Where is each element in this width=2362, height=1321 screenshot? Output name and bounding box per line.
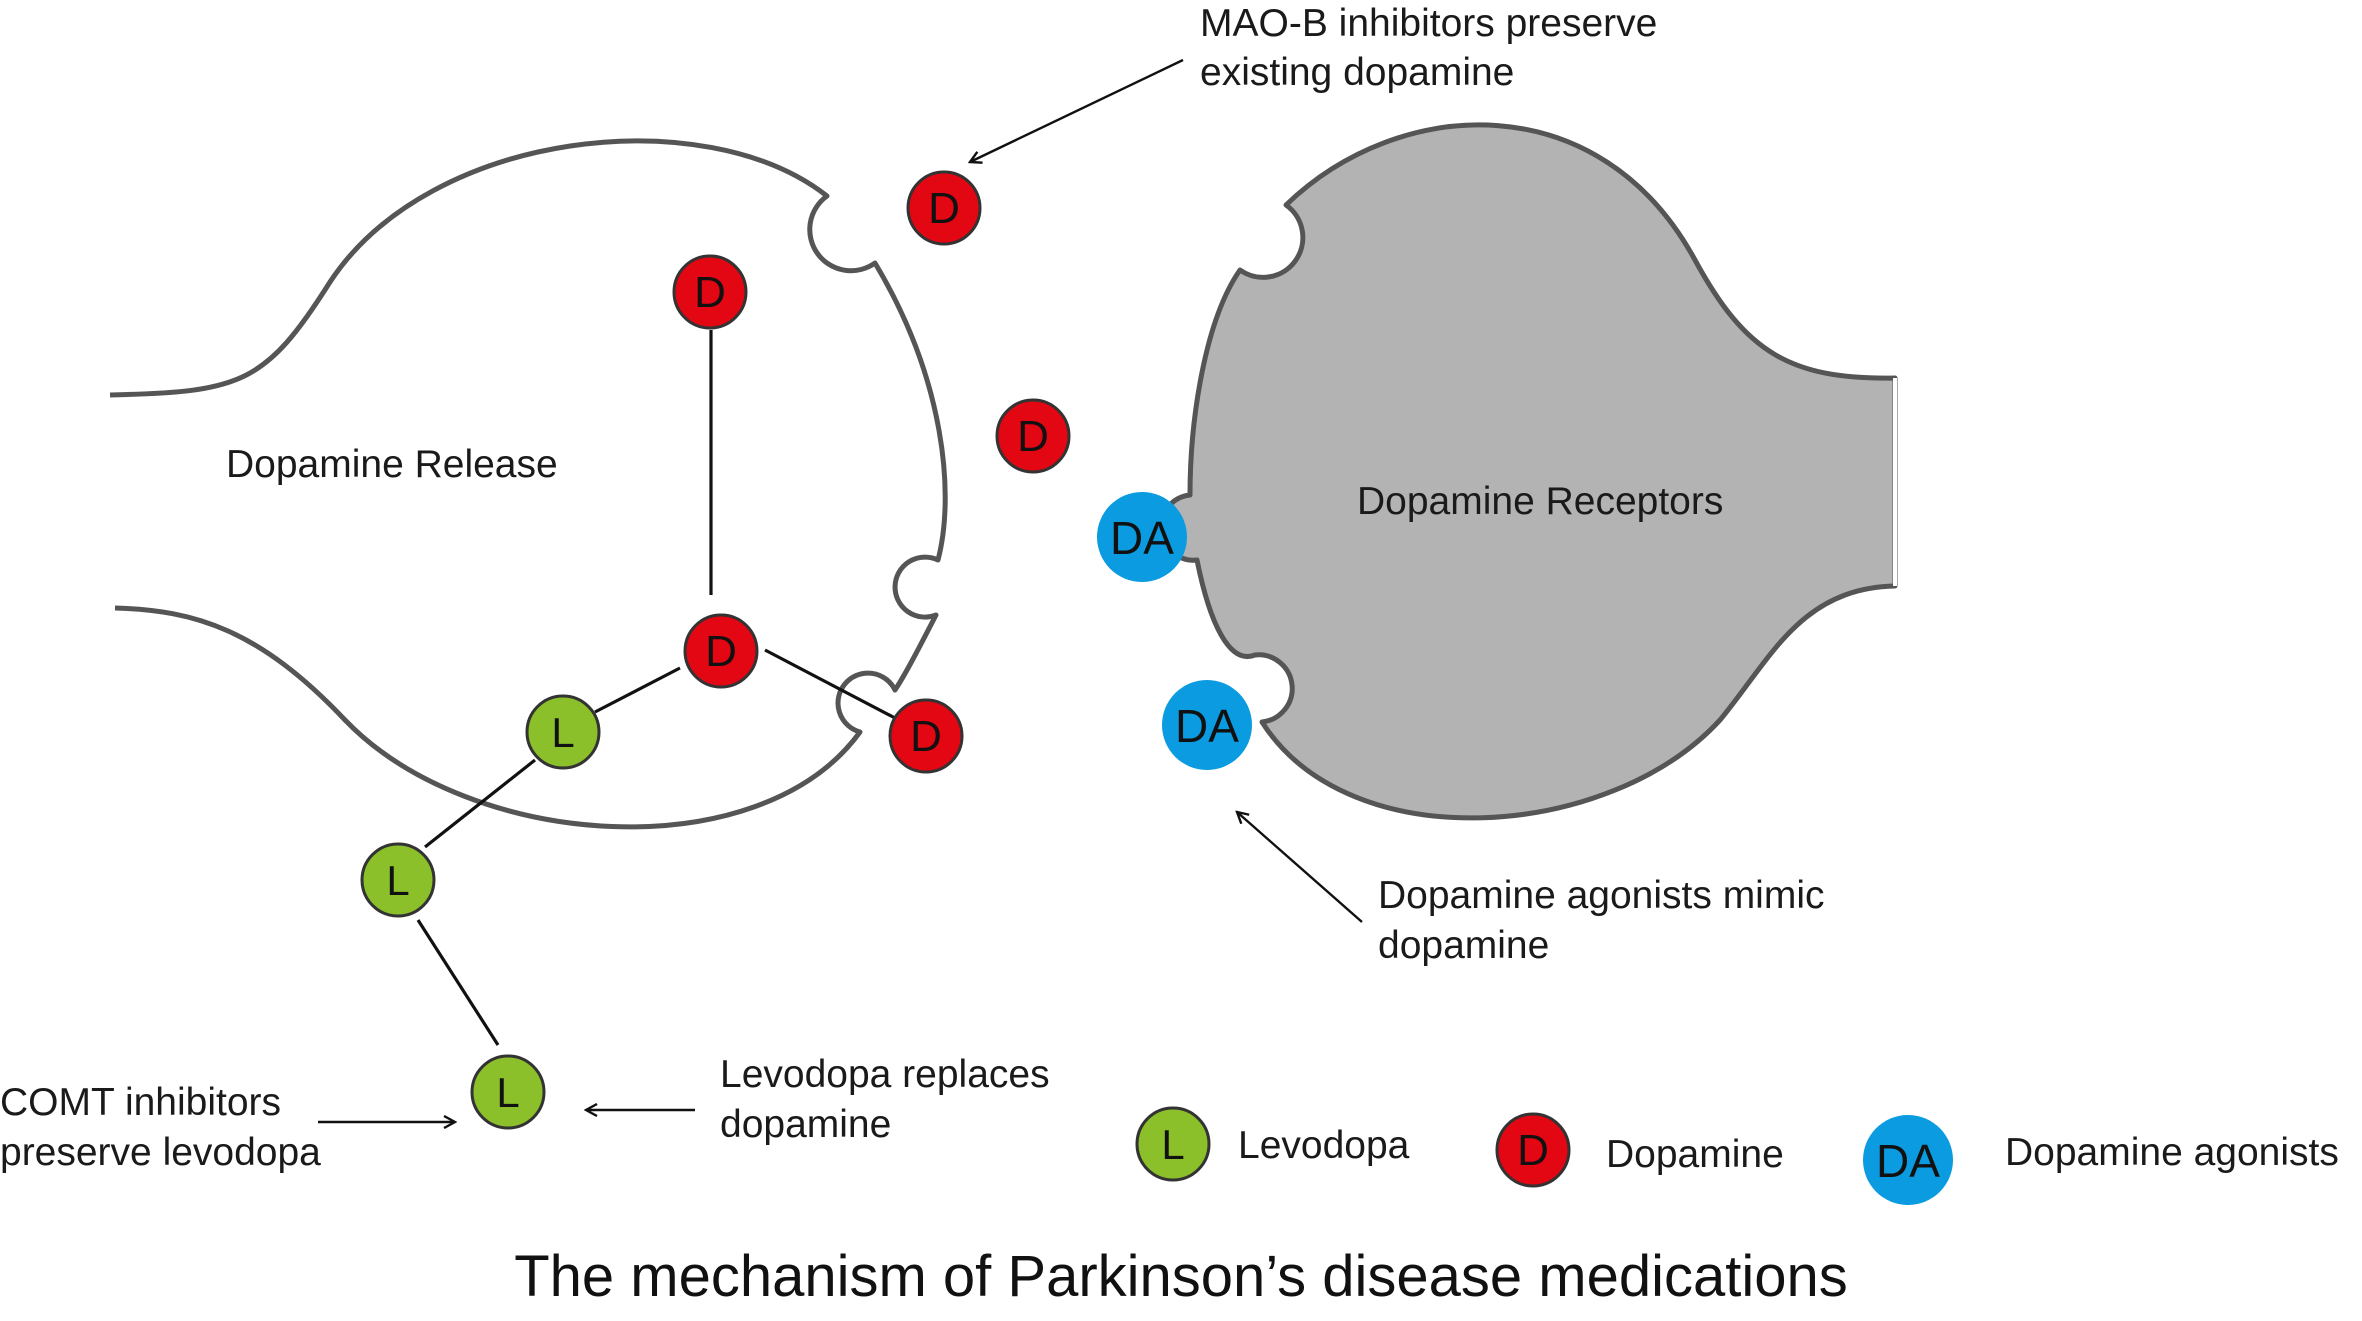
molecules: D D D D D DA DA L xyxy=(360,170,1252,1130)
connector-l1-to-l2 xyxy=(424,758,536,849)
dopamine-agonist-molecule: DA xyxy=(1162,680,1252,770)
svg-text:DA: DA xyxy=(1876,1135,1940,1187)
svg-text:L: L xyxy=(1161,1121,1184,1168)
legend-levodopa-label: Levodopa xyxy=(1238,1124,1410,1167)
legend-dopamine-label: Dopamine xyxy=(1606,1133,1784,1176)
svg-text:D: D xyxy=(694,268,726,317)
connector-d-mid-to-d-lower xyxy=(764,648,896,720)
comt-annotation-line2: preserve levodopa xyxy=(0,1131,321,1174)
dopamine-molecule: D xyxy=(672,254,748,330)
legend-agonist-label: Dopamine agonists xyxy=(2005,1131,2339,1174)
levodopa-molecule: L xyxy=(470,1054,546,1130)
annotation-arrows xyxy=(318,58,1363,1122)
comt-annotation-line1: COMT inhibitors xyxy=(0,1081,282,1124)
svg-text:D: D xyxy=(928,184,960,233)
svg-text:D: D xyxy=(910,712,942,761)
dopamine-molecule: D xyxy=(906,170,982,246)
dopamine-release-label: Dopamine Release xyxy=(226,443,558,486)
presynaptic-neuron-outline xyxy=(109,138,948,830)
svg-text:L: L xyxy=(496,1069,519,1116)
maob-annotation-line2: existing dopamine xyxy=(1200,51,1515,94)
svg-text:L: L xyxy=(551,709,574,756)
agonists-annotation-line2: dopamine xyxy=(1378,924,1550,967)
agonists-annotation-line1: Dopamine agonists mimic xyxy=(1378,874,1825,917)
svg-text:D: D xyxy=(1517,1126,1549,1175)
svg-text:D: D xyxy=(1017,412,1049,461)
connector-l2-to-l3 xyxy=(416,919,500,1046)
connector-d-mid-to-l1 xyxy=(594,666,681,714)
legend-agonist-swatch: DA xyxy=(1863,1115,1953,1205)
dopamine-molecule: D xyxy=(683,613,759,689)
levodopa-annotation-line2: dopamine xyxy=(720,1103,892,1146)
arrow-maob xyxy=(970,58,1184,162)
arrow-agonists xyxy=(1237,812,1363,923)
svg-text:DA: DA xyxy=(1110,512,1174,564)
legend: L D DA xyxy=(1135,1106,1953,1205)
levodopa-molecule: L xyxy=(525,694,601,770)
molecule-connectors xyxy=(416,330,896,1046)
legend-dopamine-swatch: D xyxy=(1495,1112,1571,1188)
svg-text:L: L xyxy=(386,857,409,904)
legend-levodopa-swatch: L xyxy=(1135,1106,1211,1182)
svg-text:DA: DA xyxy=(1175,700,1239,752)
dopamine-molecule: D xyxy=(888,698,964,774)
dopamine-molecule: D xyxy=(995,398,1071,474)
diagram-title: The mechanism of Parkinson’s disease med… xyxy=(514,1244,1848,1309)
dopamine-agonist-molecule: DA xyxy=(1097,492,1187,582)
maob-annotation-line1: MAO-B inhibitors preserve xyxy=(1200,2,1658,45)
dopamine-receptors-label: Dopamine Receptors xyxy=(1357,480,1724,523)
postsynaptic-neuron-body xyxy=(1158,122,1898,821)
svg-text:D: D xyxy=(705,627,737,676)
levodopa-molecule: L xyxy=(360,842,436,918)
levodopa-annotation-line1: Levodopa replaces xyxy=(720,1053,1050,1096)
